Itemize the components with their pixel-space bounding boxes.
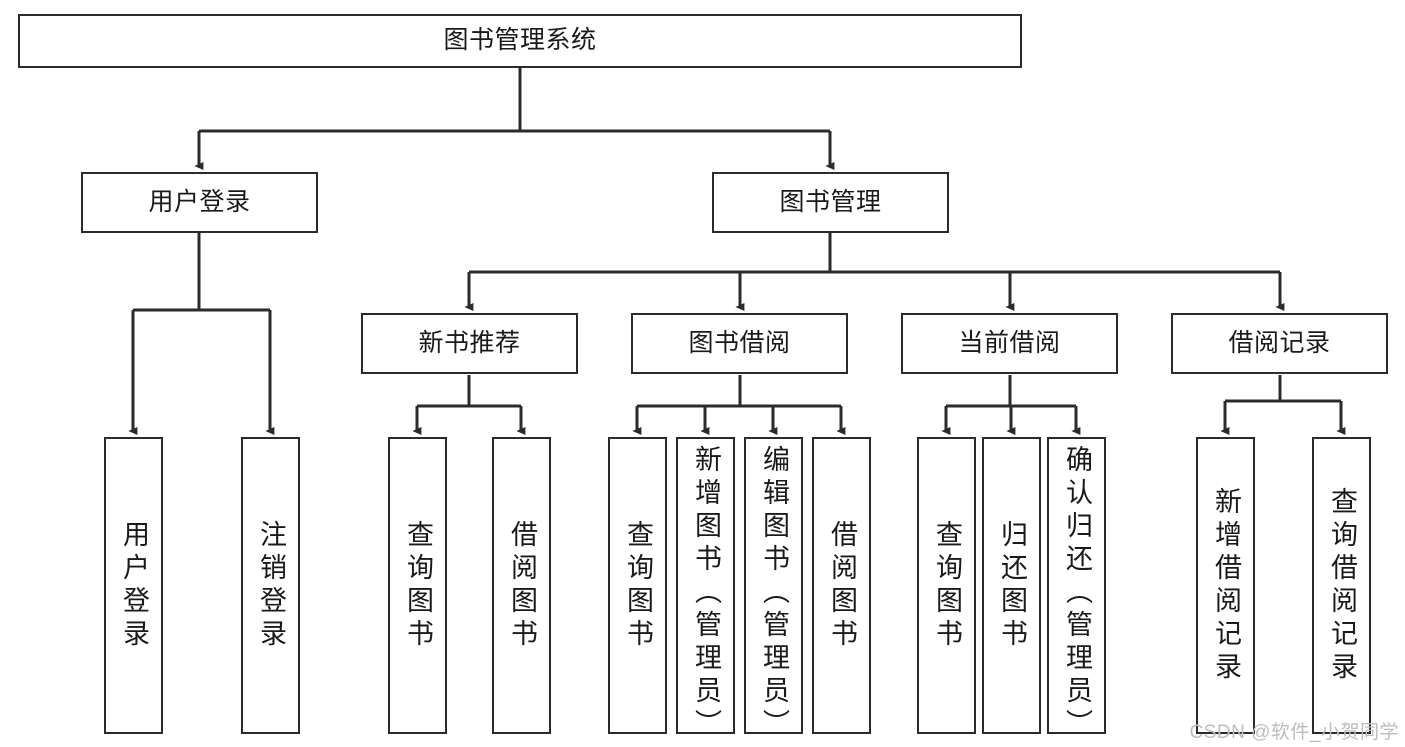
node-user-login[interactable]: 用户登录 — [81, 172, 318, 233]
leaf-borrow-add-book[interactable]: 新增图书（管理员） — [676, 437, 735, 742]
leaf-current-return-book-label: 归还图书 — [997, 519, 1027, 652]
node-current-borrow[interactable]: 当前借阅 — [901, 313, 1118, 374]
node-borrow-record[interactable]: 借阅记录 — [1171, 313, 1388, 374]
leaf-record-query-label: 查询借阅记录 — [1327, 486, 1357, 685]
leaf-user-login-login[interactable]: 用户登录 — [104, 437, 163, 734]
leaf-new-book-query-label: 查询图书 — [403, 519, 433, 652]
leaf-borrow-query-book-label: 查询图书 — [623, 519, 653, 652]
leaf-current-query-book[interactable]: 查询图书 — [917, 437, 976, 734]
leaf-new-book-borrow-label: 借阅图书 — [507, 519, 537, 652]
node-new-book-recommend[interactable]: 新书推荐 — [361, 313, 578, 374]
node-root-system[interactable]: 图书管理系统 — [18, 14, 1022, 68]
node-book-management[interactable]: 图书管理 — [712, 172, 949, 233]
leaf-record-add[interactable]: 新增借阅记录 — [1196, 437, 1255, 734]
node-current-borrow-label: 当前借阅 — [958, 328, 1061, 357]
node-book-borrow[interactable]: 图书借阅 — [631, 313, 848, 374]
leaf-borrow-edit-book-label: 编辑图书（管理员） — [759, 445, 789, 742]
leaf-user-login-login-label: 用户登录 — [119, 519, 149, 652]
node-new-book-recommend-label: 新书推荐 — [418, 328, 521, 357]
node-user-login-label: 用户登录 — [148, 187, 251, 216]
leaf-user-login-logout[interactable]: 注销登录 — [241, 437, 300, 734]
leaf-current-query-book-label: 查询图书 — [932, 519, 962, 652]
node-book-management-label: 图书管理 — [779, 187, 882, 216]
leaf-current-confirm-return[interactable]: 确认归还（管理员） — [1047, 437, 1106, 742]
node-root-system-label: 图书管理系统 — [443, 26, 597, 55]
leaf-record-query[interactable]: 查询借阅记录 — [1312, 437, 1371, 734]
leaf-borrow-edit-book[interactable]: 编辑图书（管理员） — [744, 437, 803, 742]
node-borrow-record-label: 借阅记录 — [1228, 328, 1331, 357]
leaf-borrow-borrow-book-label: 借阅图书 — [827, 519, 857, 652]
node-book-borrow-label: 图书借阅 — [688, 328, 791, 357]
leaf-new-book-borrow[interactable]: 借阅图书 — [492, 437, 551, 734]
leaf-borrow-borrow-book[interactable]: 借阅图书 — [812, 437, 871, 734]
leaf-current-confirm-return-label: 确认归还（管理员） — [1062, 445, 1092, 742]
leaf-borrow-query-book[interactable]: 查询图书 — [608, 437, 667, 734]
leaf-current-return-book[interactable]: 归还图书 — [982, 437, 1041, 734]
leaf-new-book-query[interactable]: 查询图书 — [388, 437, 447, 734]
leaf-record-add-label: 新增借阅记录 — [1211, 486, 1241, 685]
leaf-borrow-add-book-label: 新增图书（管理员） — [691, 445, 721, 742]
leaf-user-login-logout-label: 注销登录 — [256, 519, 286, 652]
